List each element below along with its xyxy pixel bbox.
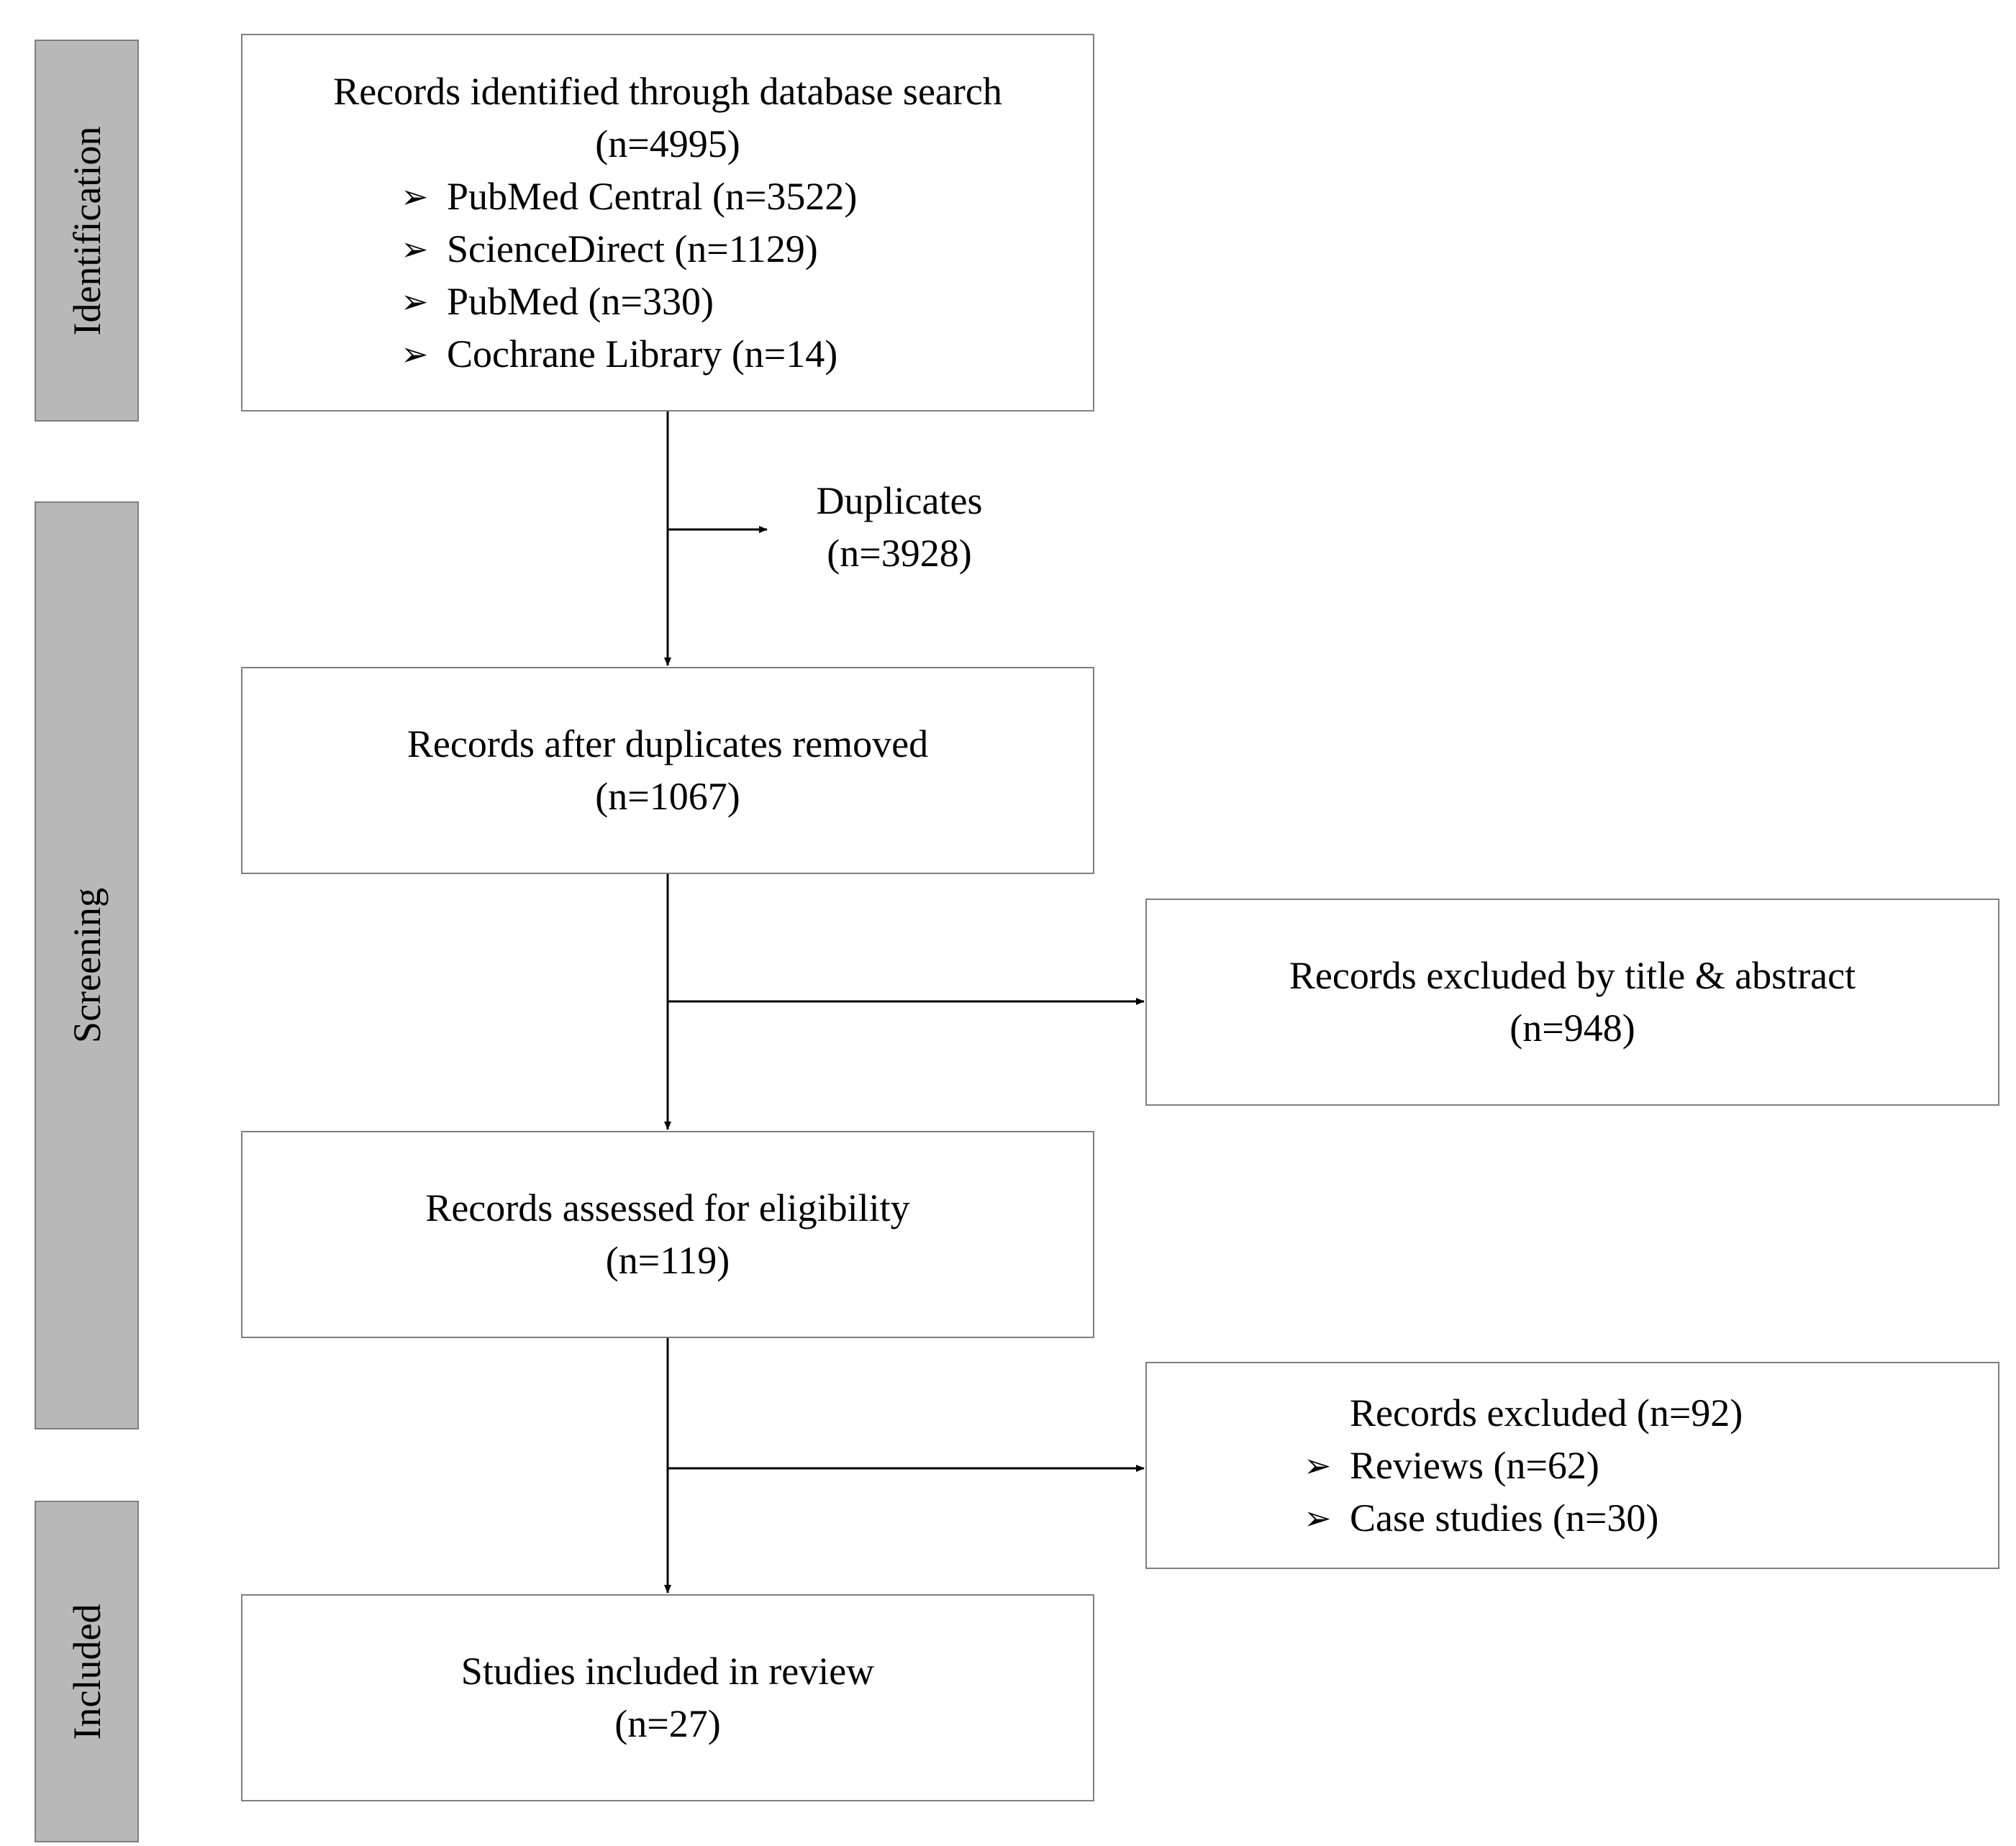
- source-cochrane-library: Cochrane Library (n=14): [447, 332, 838, 376]
- source-pubmed-central: PubMed Central (n=3522): [447, 174, 858, 218]
- list-item: ➢ Reviews (n=62): [1304, 1440, 1998, 1492]
- phase-bar-identification: Identification: [35, 40, 139, 422]
- list-item: ➢ ScienceDirect (n=1129): [401, 223, 1093, 276]
- arrow-bullet-icon: ➢: [1304, 1499, 1332, 1537]
- arrow-bullet-icon: ➢: [401, 230, 429, 268]
- reason-reviews: Reviews (n=62): [1350, 1443, 1599, 1487]
- duplicates-title: Duplicates: [816, 479, 983, 522]
- identified-records-title: Records identified through database sear…: [333, 69, 1002, 113]
- source-pubmed: PubMed (n=330): [447, 279, 714, 323]
- phase-bar-included: Included: [35, 1501, 139, 1842]
- excluded-records-title: Records excluded (n=92): [1350, 1391, 1743, 1434]
- list-item: ➢ Cochrane Library (n=14): [401, 328, 1093, 381]
- list-item: ➢ Case studies (n=30): [1304, 1492, 1998, 1545]
- assessed-count: (n=119): [605, 1239, 730, 1282]
- identified-records-box: Records identified through database sear…: [241, 34, 1094, 412]
- list-item: ➢ PubMed Central (n=3522): [401, 170, 1093, 223]
- source-sciencedirect: ScienceDirect (n=1129): [447, 227, 818, 270]
- included-studies-box: Studies included in review (n=27): [241, 1594, 1094, 1801]
- arrow-bullet-icon: ➢: [401, 335, 429, 373]
- after-duplicates-count: (n=1067): [595, 775, 740, 818]
- excluded-records-list: Records excluded (n=92) ➢ Reviews (n=62)…: [1147, 1387, 1998, 1545]
- after-duplicates-box: Records after duplicates removed (n=1067…: [241, 667, 1094, 874]
- identified-records-count: (n=4995): [595, 122, 740, 165]
- excluded-records-title-row: Records excluded (n=92): [1304, 1387, 1998, 1440]
- included-studies-title: Studies included in review: [460, 1650, 875, 1693]
- reason-case-studies: Case studies (n=30): [1350, 1496, 1659, 1540]
- source-list: ➢ PubMed Central (n=3522) ➢ ScienceDirec…: [242, 170, 1093, 381]
- arrow-bullet-icon: ➢: [401, 178, 429, 215]
- excluded-title-abstract-title: Records excluded by title & abstract: [1289, 954, 1856, 997]
- phase-bar-screening: Screening: [35, 501, 139, 1429]
- assessed-title: Records assessed for eligibility: [425, 1186, 910, 1229]
- arrow-bullet-icon: ➢: [1304, 1447, 1332, 1484]
- list-item: ➢ PubMed (n=330): [401, 276, 1093, 328]
- excluded-title-abstract-box: Records excluded by title & abstract (n=…: [1145, 899, 1999, 1106]
- assessed-box: Records assessed for eligibility (n=119): [241, 1131, 1094, 1338]
- after-duplicates-title: Records after duplicates removed: [407, 722, 929, 765]
- duplicates-label: Duplicates (n=3928): [770, 475, 1029, 580]
- excluded-title-abstract-count: (n=948): [1509, 1006, 1635, 1050]
- excluded-records-box: Records excluded (n=92) ➢ Reviews (n=62)…: [1145, 1362, 1999, 1569]
- arrow-bullet-icon: ➢: [401, 283, 429, 320]
- included-studies-count: (n=27): [614, 1702, 721, 1745]
- duplicates-count: (n=3928): [827, 532, 972, 575]
